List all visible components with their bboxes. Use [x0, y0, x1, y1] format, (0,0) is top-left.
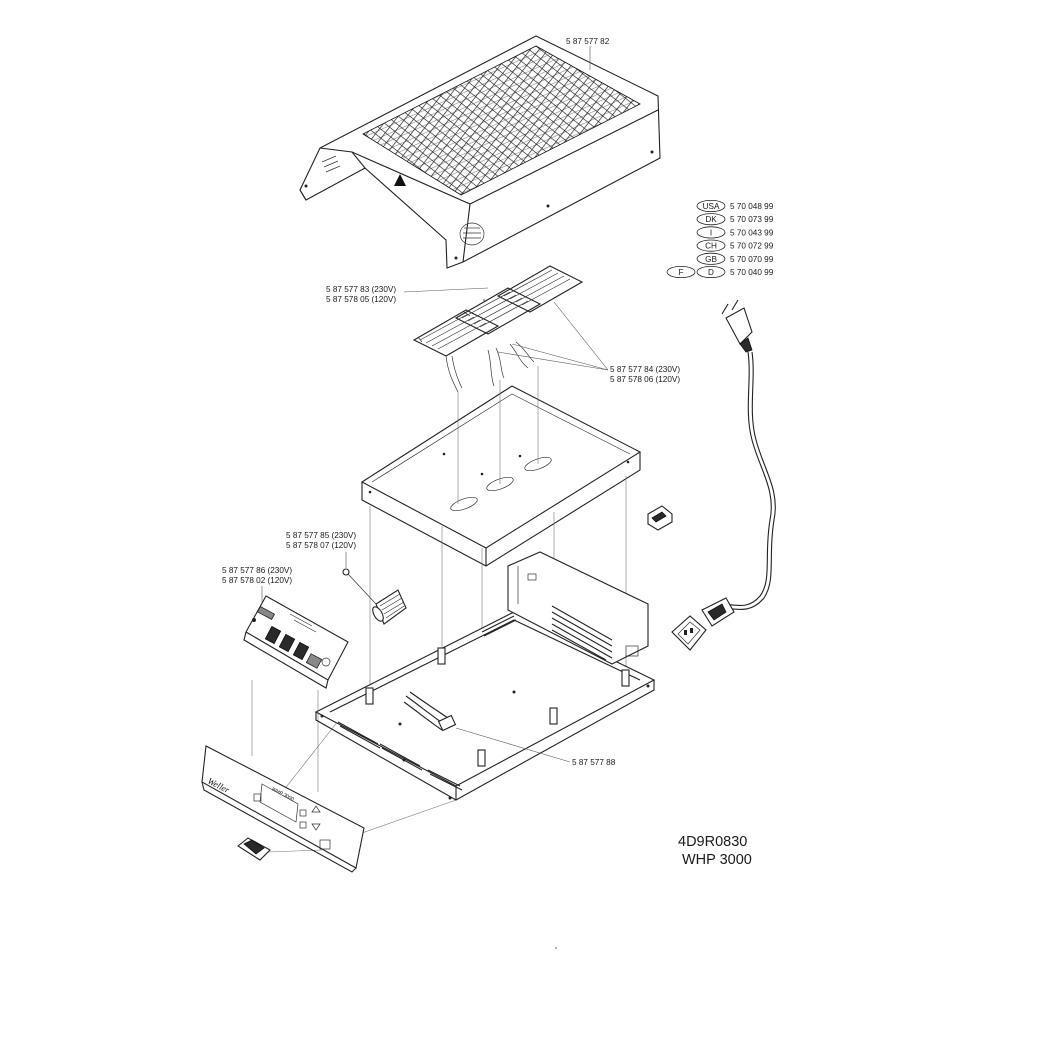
heater-element-120v: 5 87 578 06 (120V): [610, 375, 680, 384]
heater-elements: [412, 265, 584, 393]
chassis-base: [314, 551, 656, 801]
country-code: I: [710, 228, 712, 237]
power-cord-part-number: 5 70 040 99: [730, 268, 774, 277]
hot-surface-warning-icon: [394, 174, 406, 186]
country-code: D: [708, 268, 714, 277]
country-code: GB: [705, 255, 717, 264]
country-code-outline: [666, 265, 696, 278]
front-panel: Weller WHP 3000: [201, 745, 365, 873]
country-code: F: [678, 268, 683, 277]
side-vent: [321, 155, 341, 173]
country-code-outline: [696, 213, 726, 226]
power-switch: [237, 837, 271, 861]
iec-inlet: [671, 615, 707, 651]
heater-element-230v: 5 87 577 84 (230V): [610, 365, 680, 374]
power-cord: [701, 299, 776, 627]
country-code-outline: [696, 265, 726, 278]
country-code: CH: [705, 242, 717, 251]
country-code-outline: [696, 239, 726, 252]
document-number: 4D9R0830: [678, 834, 747, 850]
top-cover: [299, 35, 661, 269]
sensor-230v: 5 87 577 85 (230V): [286, 531, 356, 540]
heating-tray: [360, 385, 642, 567]
model-name: WHP 3000: [682, 852, 752, 868]
control-pcb: [243, 595, 349, 689]
power-cord-part-number: 5 70 048 99: [730, 202, 774, 211]
pcb-120v: 5 87 578 02 (120V): [222, 576, 292, 585]
sensor-120v: 5 87 578 07 (120V): [286, 541, 356, 550]
heater-group-120v: 5 87 578 05 (120V): [326, 295, 396, 304]
country-code-outline: [696, 226, 726, 239]
power-cord-part-number: 5 70 072 99: [730, 242, 774, 251]
pcb-230v: 5 87 577 86 (230V): [222, 566, 292, 575]
cover-part-number: 5 87 577 82: [566, 37, 610, 46]
power-cord-part-number: 5 70 043 99: [730, 228, 774, 237]
power-cord-part-number: 5 70 070 99: [730, 255, 774, 264]
country-code-outline: [696, 199, 726, 212]
power-cord-part-number: 5 70 073 99: [730, 215, 774, 224]
heater-group-230v: 5 87 577 83 (230V): [326, 285, 396, 294]
country-code: USA: [703, 202, 720, 211]
sensor-component: [342, 568, 407, 625]
country-code: DK: [705, 215, 717, 224]
country-code-outline: [696, 252, 726, 265]
power-cord-options: USA 5 70 048 99 DK 5 70 073 99 I 5 70 043 99 C…: [666, 199, 774, 278]
cable-harness: [403, 691, 457, 732]
fuse-holder: [647, 505, 673, 531]
harness-part-number: 5 87 577 88: [572, 758, 616, 767]
